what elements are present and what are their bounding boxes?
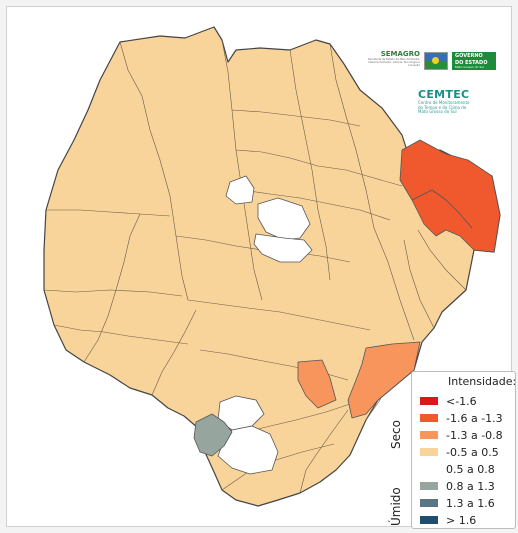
legend-humid-label: Úmido [389,487,403,526]
dry-moderate-region-east [347,341,421,419]
municipality-border [46,209,171,217]
humid-region [193,413,233,457]
legend-item: 1.3 a 1.6 [420,496,495,510]
legend-swatch [420,431,438,439]
municipality-border [417,229,467,291]
municipality-border [235,149,403,187]
legend-swatch [420,516,438,524]
logos-block: SEMAGRO Secretaria de Estado de Meio Amb… [360,48,510,138]
municipality-border [53,324,189,345]
municipality-border [187,299,371,331]
legend-item: 0.5 a 0.8 [420,462,495,476]
light-region-1 [225,175,255,205]
legend-label: > 1.6 [446,513,477,527]
municipality-border [403,239,435,329]
semagro-logo: SEMAGRO Secretaria de Estado de Meio Amb… [367,50,420,67]
government-logo: GOVERNO DO ESTADO Mato Grosso do Sul [452,52,496,70]
legend-item: <-1.6 [420,394,477,408]
legend-swatch [420,397,438,405]
legend-item: -0.5 a 0.5 [420,445,499,459]
municipality-border [299,409,349,494]
municipality-border [221,39,263,301]
light-region-3 [253,233,313,263]
dry-strong-region [399,139,501,253]
municipality-border [289,49,331,281]
legend-label: -1.6 a -1.3 [446,411,503,425]
legend-item: > 1.6 [420,513,476,527]
legend-title: Intensidade: [448,375,517,388]
legend-label: 0.5 a 0.8 [446,462,495,476]
legend-item: -1.6 a -1.3 [420,411,503,425]
map-legend: Intensidade: <-1.6 -1.6 a -1.3 -1.3 a -0.8… [411,371,516,529]
cemtec-logo: CEMTEC Centro de Monitoramento do Tempo … [418,88,470,114]
legend-swatch [420,482,438,490]
legend-swatch [420,448,438,456]
municipality-border [329,43,415,341]
municipality-border [43,289,183,297]
legend-label: -0.5 a 0.5 [446,445,499,459]
legend-dry-label: Seco [389,420,403,449]
legend-swatch [420,499,438,507]
legend-label: 1.3 a 1.6 [446,496,495,510]
legend-item: -1.3 a -0.8 [420,428,503,442]
municipality-border [241,189,391,221]
municipality-border [221,443,335,491]
state-flag-icon [424,52,448,70]
legend-swatch [420,465,438,473]
legend-item: 0.8 a 1.3 [420,479,495,493]
legend-label: 0.8 a 1.3 [446,479,495,493]
legend-label: -1.3 a -0.8 [446,428,503,442]
municipality-border [83,213,141,363]
legend-label: <-1.6 [446,394,477,408]
anomaly-regions [193,139,501,475]
municipality-border [231,109,361,127]
dry-moderate-region-west [297,359,337,409]
municipality-border [151,309,197,396]
municipality-border [119,41,189,301]
legend-swatch [420,414,438,422]
internal-border [411,189,473,229]
light-region-2 [257,197,311,241]
